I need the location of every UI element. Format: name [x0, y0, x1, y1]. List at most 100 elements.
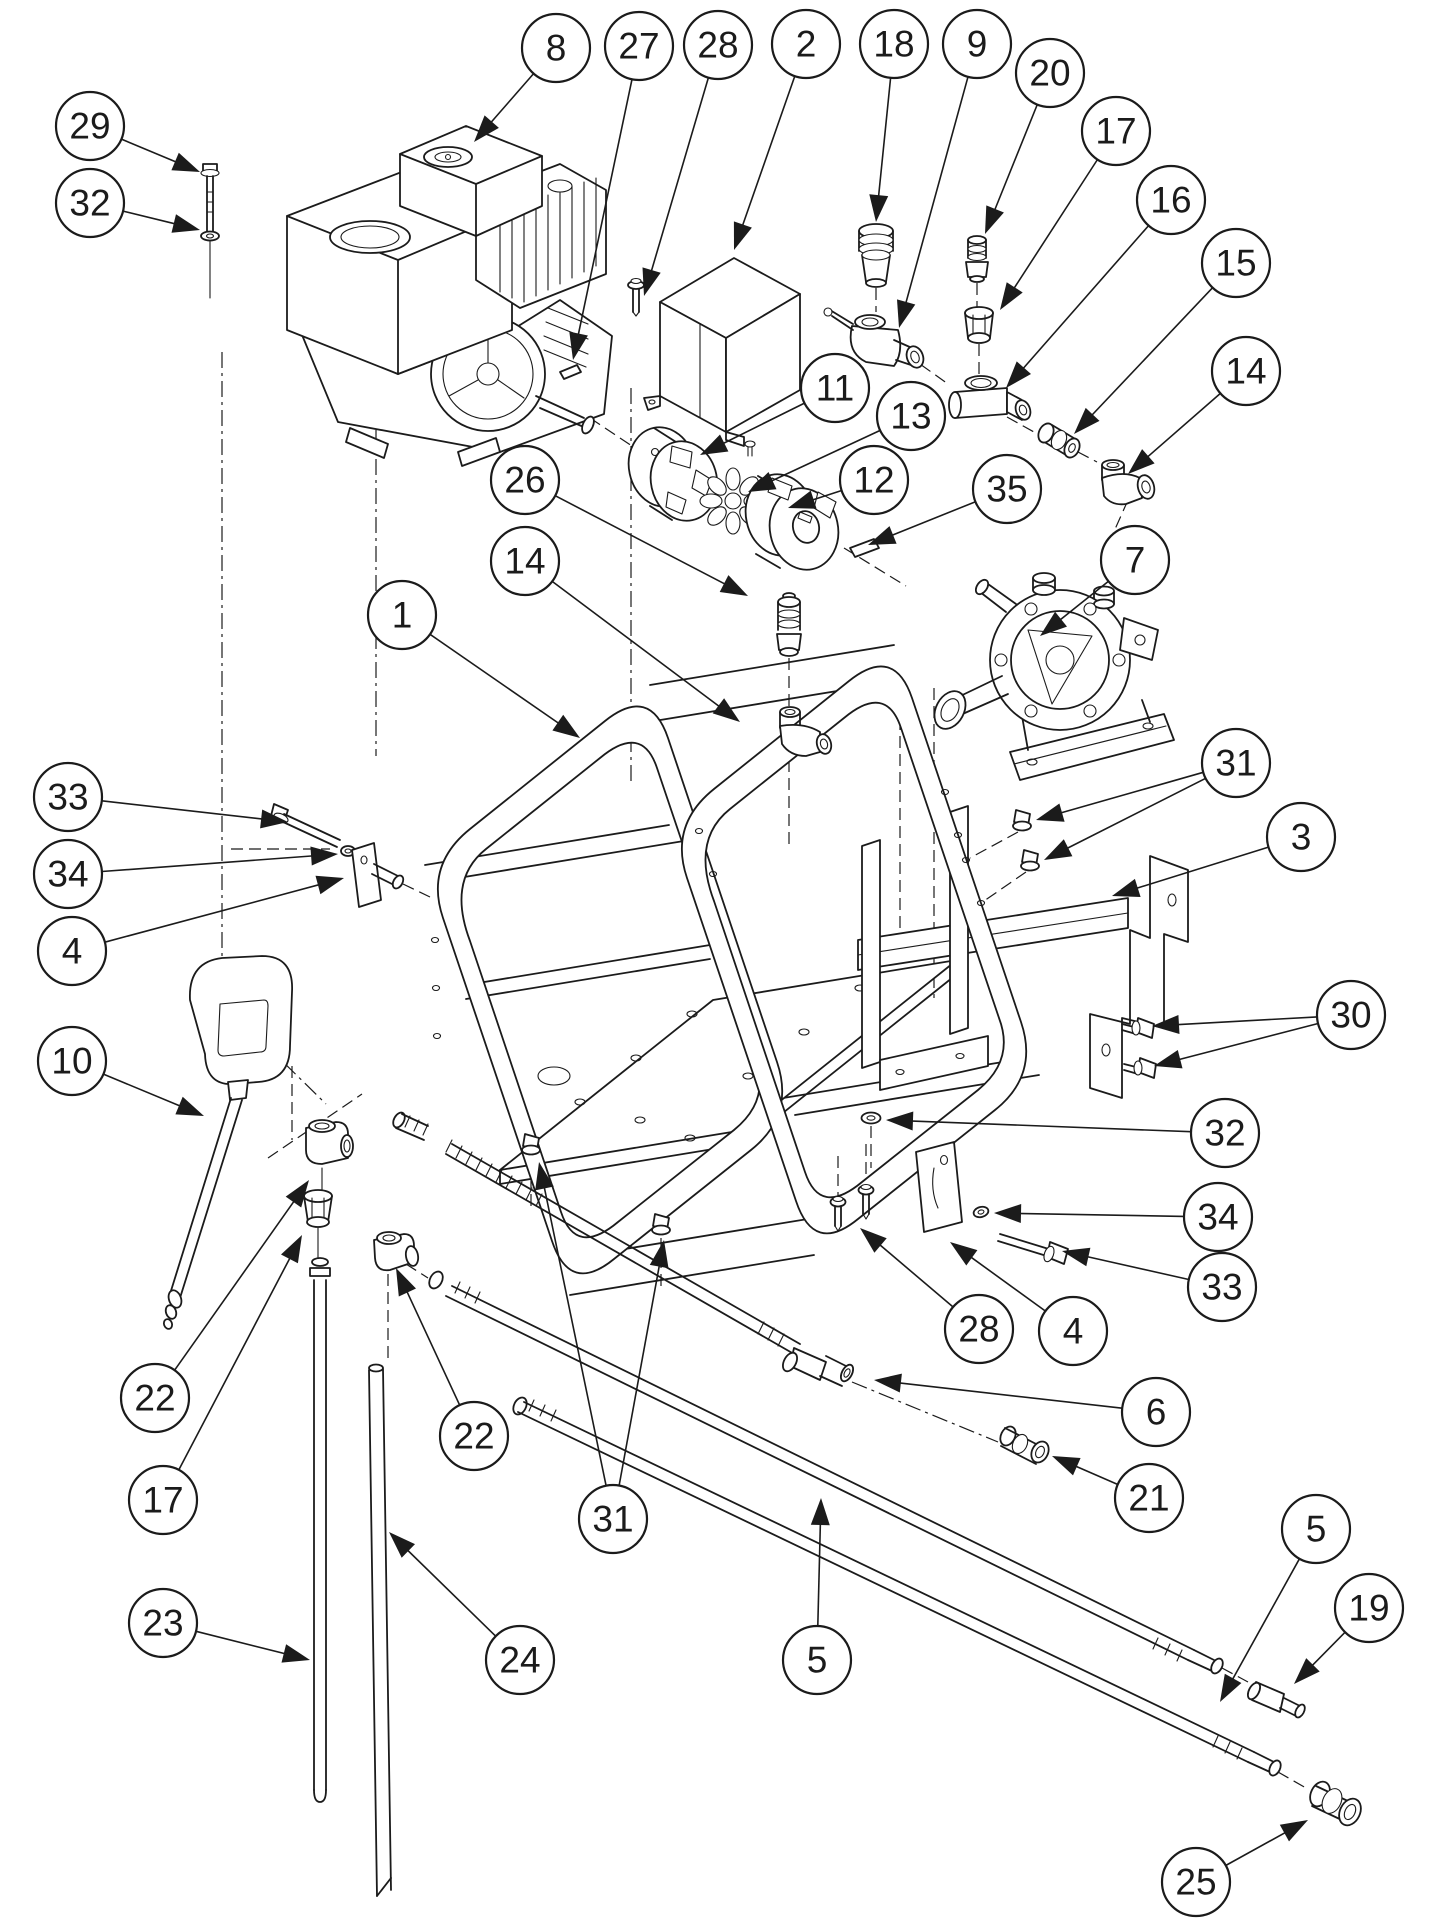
- callout-balloon[interactable]: [1014, 37, 1086, 109]
- callout-32b[interactable]: 32: [886, 1097, 1261, 1169]
- callout-balloon[interactable]: [1135, 164, 1207, 236]
- callout-7[interactable]: 7: [1040, 524, 1171, 636]
- leader-arrowhead: [396, 1268, 416, 1297]
- callout-balloon[interactable]: [858, 8, 930, 80]
- callout-33a[interactable]: 33: [32, 761, 288, 833]
- callout-balloon[interactable]: [1120, 1376, 1192, 1448]
- callout-balloon[interactable]: [875, 380, 947, 452]
- callout-balloon[interactable]: [1160, 1846, 1232, 1918]
- callout-balloon[interactable]: [127, 1464, 199, 1536]
- callout-25[interactable]: 25: [1160, 1820, 1308, 1918]
- part-washer-34a: [340, 845, 356, 857]
- callout-28a[interactable]: 28: [642, 9, 754, 296]
- callout-balloon[interactable]: [838, 444, 910, 516]
- callout-balloon[interactable]: [54, 90, 126, 162]
- callout-19[interactable]: 19: [1294, 1572, 1405, 1684]
- callout-34b[interactable]: 34: [994, 1181, 1254, 1253]
- callout-balloon[interactable]: [520, 12, 592, 84]
- callout-10[interactable]: 10: [36, 1025, 204, 1116]
- callout-31a[interactable]: 31: [1036, 727, 1272, 860]
- callout-27[interactable]: 27: [569, 10, 675, 360]
- callout-balloon[interactable]: [1186, 1251, 1258, 1323]
- callout-balloon[interactable]: [1189, 1097, 1261, 1169]
- callout-2[interactable]: 2: [733, 8, 842, 250]
- callout-balloon[interactable]: [577, 1483, 649, 1555]
- callout-balloon[interactable]: [489, 444, 561, 516]
- callout-29[interactable]: 29: [54, 90, 200, 172]
- callout-18[interactable]: 18: [858, 8, 930, 222]
- callout-balloon[interactable]: [1200, 727, 1272, 799]
- callout-5b[interactable]: 5: [1220, 1493, 1352, 1702]
- callout-22a[interactable]: 22: [119, 1180, 309, 1434]
- callout-23[interactable]: 23: [127, 1587, 310, 1663]
- callout-balloon[interactable]: [36, 915, 108, 987]
- callout-balloon[interactable]: [1113, 1462, 1185, 1534]
- callout-balloon[interactable]: [603, 10, 675, 82]
- callout-4a[interactable]: 4: [36, 875, 344, 987]
- callout-4b[interactable]: 4: [950, 1242, 1109, 1367]
- callout-17b[interactable]: 17: [127, 1235, 302, 1536]
- callout-31b[interactable]: 31: [535, 1162, 669, 1555]
- callout-3[interactable]: 3: [1112, 801, 1337, 897]
- callout-balloon[interactable]: [32, 838, 104, 910]
- callout-1[interactable]: 1: [366, 579, 580, 738]
- callout-9[interactable]: 9: [897, 8, 1013, 328]
- callout-balloon[interactable]: [1210, 335, 1282, 407]
- callout-balloon[interactable]: [484, 1624, 556, 1696]
- callout-balloon[interactable]: [770, 8, 842, 80]
- callout-balloon[interactable]: [127, 1587, 199, 1659]
- callout-balloon[interactable]: [941, 8, 1013, 80]
- callout-35[interactable]: 35: [868, 453, 1043, 545]
- callout-number: 35: [986, 469, 1027, 510]
- callout-balloon[interactable]: [1280, 1493, 1352, 1565]
- callout-balloon[interactable]: [1037, 1295, 1109, 1367]
- callout-16[interactable]: 16: [1006, 164, 1207, 388]
- callout-21[interactable]: 21: [1052, 1456, 1185, 1534]
- callout-15[interactable]: 15: [1074, 227, 1272, 434]
- callout-balloon[interactable]: [1080, 95, 1152, 167]
- callout-6[interactable]: 6: [874, 1373, 1192, 1448]
- callout-balloon[interactable]: [489, 525, 561, 597]
- leader-line: [1229, 1558, 1301, 1685]
- callout-balloon[interactable]: [438, 1400, 510, 1472]
- callout-balloon[interactable]: [682, 9, 754, 81]
- callout-33b[interactable]: 33: [1062, 1247, 1258, 1323]
- callout-balloon[interactable]: [1182, 1181, 1254, 1253]
- callout-balloon[interactable]: [1099, 524, 1171, 596]
- callout-balloon[interactable]: [781, 1624, 853, 1696]
- callout-28b[interactable]: 28: [860, 1228, 1015, 1365]
- callout-30[interactable]: 30: [1152, 979, 1387, 1069]
- callout-balloon[interactable]: [119, 1362, 191, 1434]
- callout-balloon[interactable]: [943, 1293, 1015, 1365]
- callout-balloon[interactable]: [1265, 801, 1337, 873]
- part-pipe-24: [368, 1363, 392, 1897]
- callout-balloon[interactable]: [971, 453, 1043, 525]
- callout-balloon[interactable]: [54, 167, 126, 239]
- callout-balloon[interactable]: [366, 579, 438, 651]
- leader-arrowhead: [285, 1180, 309, 1208]
- callout-8[interactable]: 8: [474, 12, 592, 142]
- leader-line: [1171, 1016, 1318, 1026]
- callout-11[interactable]: 11: [700, 352, 871, 455]
- callout-balloon[interactable]: [36, 1025, 108, 1097]
- callout-number: 17: [1095, 111, 1136, 152]
- callout-balloon[interactable]: [32, 761, 104, 833]
- callout-12[interactable]: 12: [788, 444, 910, 516]
- callout-22b[interactable]: 22: [396, 1268, 510, 1472]
- callout-13[interactable]: 13: [748, 380, 947, 492]
- callout-34a[interactable]: 34: [32, 838, 338, 910]
- part-elbow-22b: [373, 1231, 420, 1272]
- callout-balloon[interactable]: [1200, 227, 1272, 299]
- callout-14b[interactable]: 14: [489, 525, 740, 722]
- callout-20[interactable]: 20: [985, 37, 1086, 234]
- callout-17a[interactable]: 17: [1000, 95, 1152, 310]
- callout-14a[interactable]: 14: [1128, 335, 1282, 474]
- callout-balloon[interactable]: [1333, 1572, 1405, 1644]
- callout-5a[interactable]: 5: [781, 1498, 853, 1696]
- callout-24[interactable]: 24: [389, 1532, 556, 1696]
- callout-balloon[interactable]: [1315, 979, 1387, 1051]
- callout-26[interactable]: 26: [489, 444, 748, 596]
- callout-32a[interactable]: 32: [54, 167, 200, 239]
- callout-balloon[interactable]: [799, 352, 871, 424]
